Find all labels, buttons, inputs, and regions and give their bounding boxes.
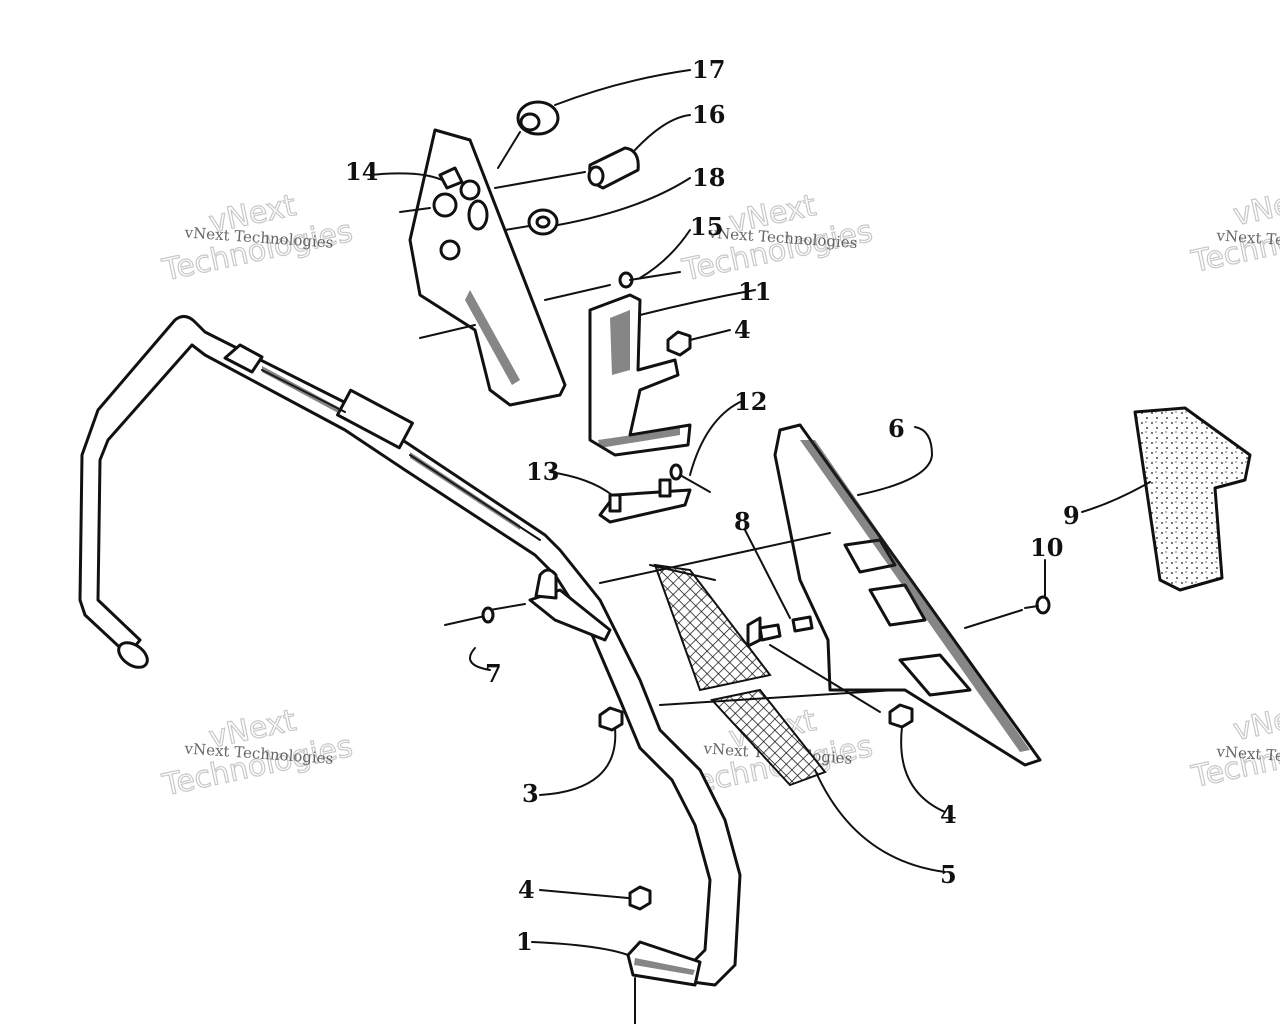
callout-8: 8 [734, 507, 751, 536]
callout-14: 14 [345, 157, 378, 186]
leader-lines [369, 69, 1151, 956]
alignment-lines [599, 532, 1023, 713]
triangular-panel-6 [773, 423, 1042, 767]
watermark-bottom-right: vNext Technologies [1187, 695, 1280, 796]
plate-13 [598, 478, 692, 524]
footrest-plate [626, 940, 702, 1024]
watermark-top-right: vNext Technologies [1187, 180, 1280, 281]
callout-7: 7 [485, 659, 502, 688]
foam-pad-9 [1133, 406, 1252, 592]
callout-11: 11 [738, 277, 771, 306]
mesh-panel-5 [653, 563, 827, 787]
nut-4-lower-right [888, 703, 914, 729]
callout-3: 3 [522, 779, 539, 808]
nut-4-upper [666, 330, 692, 357]
callout-13: 13 [526, 457, 559, 486]
bolt-12 [669, 463, 711, 493]
callout-labels: 17 16 18 15 11 4 12 13 14 6 8 9 10 7 3 4… [345, 55, 1080, 956]
grommet-17 [516, 100, 560, 136]
screw-10 [1024, 595, 1051, 615]
handlebar-bracket [489, 568, 612, 642]
washer-18 [527, 208, 559, 236]
callout-4-bottom: 4 [518, 875, 535, 904]
callout-17: 17 [692, 55, 725, 84]
callout-10: 10 [1030, 533, 1063, 562]
side-plate [399, 128, 611, 407]
callout-4-lower-right: 4 [940, 800, 957, 829]
callout-15: 15 [690, 212, 723, 241]
callout-4-upper: 4 [734, 315, 751, 344]
callout-1: 1 [516, 927, 533, 956]
nut-4-bottom [628, 885, 652, 911]
pin-7 [444, 606, 495, 626]
bolt-15 [618, 271, 681, 289]
callout-12: 12 [734, 387, 767, 416]
svg-text:vNext: vNext [1230, 181, 1280, 234]
callout-18: 18 [692, 163, 725, 192]
svg-text:vNext: vNext [1230, 696, 1280, 749]
callout-5: 5 [940, 860, 957, 889]
callout-6: 6 [888, 414, 905, 443]
mount-bracket-11 [588, 293, 692, 457]
bushing-16 [587, 146, 640, 190]
callout-16: 16 [692, 100, 725, 129]
handlebar-tube [78, 315, 742, 987]
nut-3 [598, 706, 624, 732]
bracket-8 [746, 615, 814, 648]
callout-9: 9 [1063, 501, 1080, 530]
